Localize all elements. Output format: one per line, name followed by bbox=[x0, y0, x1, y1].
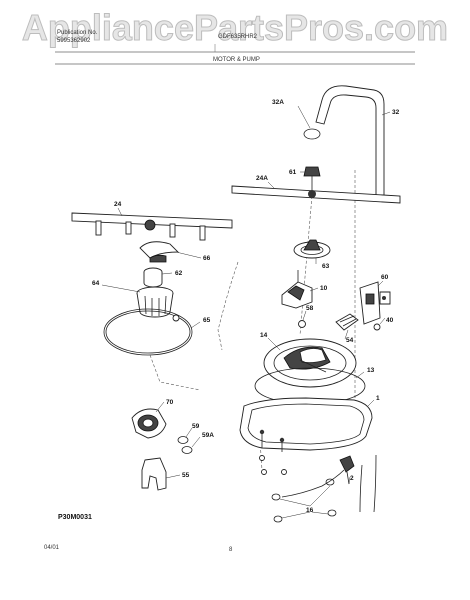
callout-24: 24 bbox=[114, 201, 122, 208]
callout-59: 59 bbox=[192, 423, 200, 430]
callout-2: 2 bbox=[350, 475, 354, 482]
lower-arm-leg-2 bbox=[125, 221, 132, 235]
callout-63: 63 bbox=[322, 263, 330, 270]
upper-spray-arm-hub bbox=[308, 190, 316, 198]
base-washer-1 bbox=[259, 455, 265, 461]
drain-hose-segment bbox=[281, 469, 345, 498]
callout-10: 10 bbox=[320, 285, 328, 292]
hose-clamp-1 bbox=[271, 493, 281, 501]
section-title: MOTOR & PUMP bbox=[213, 57, 260, 63]
hose-clamp-2 bbox=[325, 478, 335, 486]
drain-hose-line-1 bbox=[359, 464, 363, 513]
impeller-bearing-body bbox=[143, 272, 163, 288]
chopper-blade-shadow bbox=[149, 254, 167, 263]
callout-16: 16 bbox=[306, 507, 314, 514]
assembly-guide-left bbox=[217, 261, 239, 351]
diagram-id: P30M0031 bbox=[58, 514, 92, 521]
callout-1: 1 bbox=[376, 395, 380, 402]
model-number: GDF635RHR2 bbox=[218, 34, 258, 40]
assembly-guide-center bbox=[299, 195, 313, 336]
filter-ring-tab bbox=[172, 314, 180, 322]
lower-arm-hub bbox=[144, 219, 156, 231]
hose-clamp-3 bbox=[273, 515, 283, 523]
filter-ring bbox=[103, 308, 193, 356]
sump-housing-inner-rim bbox=[273, 345, 347, 381]
pump-motor-shaft bbox=[142, 418, 154, 428]
lower-arm-leg-4 bbox=[199, 225, 206, 241]
callout-54: 54 bbox=[346, 337, 354, 344]
lower-arm-leg-3 bbox=[169, 223, 176, 238]
base-washer-3 bbox=[281, 469, 287, 475]
drain-hose-line-2 bbox=[373, 454, 377, 513]
motor-mounting-bracket bbox=[141, 457, 167, 491]
callout-55: 55 bbox=[182, 472, 190, 479]
drain-valve-solenoid bbox=[365, 293, 375, 305]
diverter-valve-shade bbox=[287, 285, 305, 301]
base-plate bbox=[239, 397, 373, 451]
callout-70: 70 bbox=[166, 399, 174, 406]
callout-61: 61 bbox=[289, 169, 297, 176]
tube-o-ring bbox=[303, 128, 321, 140]
callout-14: 14 bbox=[260, 332, 268, 339]
callout-65: 65 bbox=[203, 317, 211, 324]
check-ball bbox=[298, 320, 306, 328]
callout-62: 62 bbox=[175, 270, 183, 277]
motor-seal bbox=[177, 436, 189, 444]
hose-clamp-4 bbox=[327, 509, 337, 517]
hose-connector bbox=[335, 313, 359, 331]
callout-24A: 24A bbox=[256, 175, 268, 182]
hose-clamp-bracket bbox=[339, 455, 355, 473]
callout-59A: 59A bbox=[202, 432, 214, 439]
lower-arm-leg-1 bbox=[95, 220, 102, 236]
callout-66: 66 bbox=[203, 255, 211, 262]
callout-13: 13 bbox=[367, 367, 375, 374]
callout-58: 58 bbox=[306, 305, 314, 312]
footer-page: 8 bbox=[229, 547, 233, 553]
callout-40: 40 bbox=[386, 317, 394, 324]
callout-32A: 32A bbox=[272, 99, 284, 106]
drain-valve-port bbox=[382, 296, 386, 300]
publication-label: Publication No. bbox=[57, 30, 98, 36]
footer-date: 04/01 bbox=[44, 545, 60, 551]
assembly-guide-bottom-left bbox=[149, 354, 201, 391]
leader-lines bbox=[101, 105, 391, 519]
publication-number: 5995362902 bbox=[57, 38, 91, 44]
motor-seal-a bbox=[181, 446, 193, 454]
base-washer-2 bbox=[261, 469, 267, 475]
watermark-logo: AppliancePartsPros.com bbox=[21, 7, 448, 49]
spray-arm-hub-nut bbox=[303, 166, 321, 177]
upper-spray-arm bbox=[231, 185, 401, 204]
callout-60: 60 bbox=[381, 274, 389, 281]
callout-64: 64 bbox=[92, 280, 100, 287]
feed-tube bbox=[315, 85, 385, 201]
drain-grommet bbox=[373, 323, 381, 331]
sump-housing-center bbox=[299, 347, 327, 364]
filter-ring-inner bbox=[105, 310, 191, 354]
base-plate-inner bbox=[247, 403, 365, 445]
watermark-text: AppliancePartsPros.com bbox=[22, 7, 448, 48]
callout-32: 32 bbox=[392, 109, 400, 116]
pump-cover-spout bbox=[303, 239, 321, 251]
